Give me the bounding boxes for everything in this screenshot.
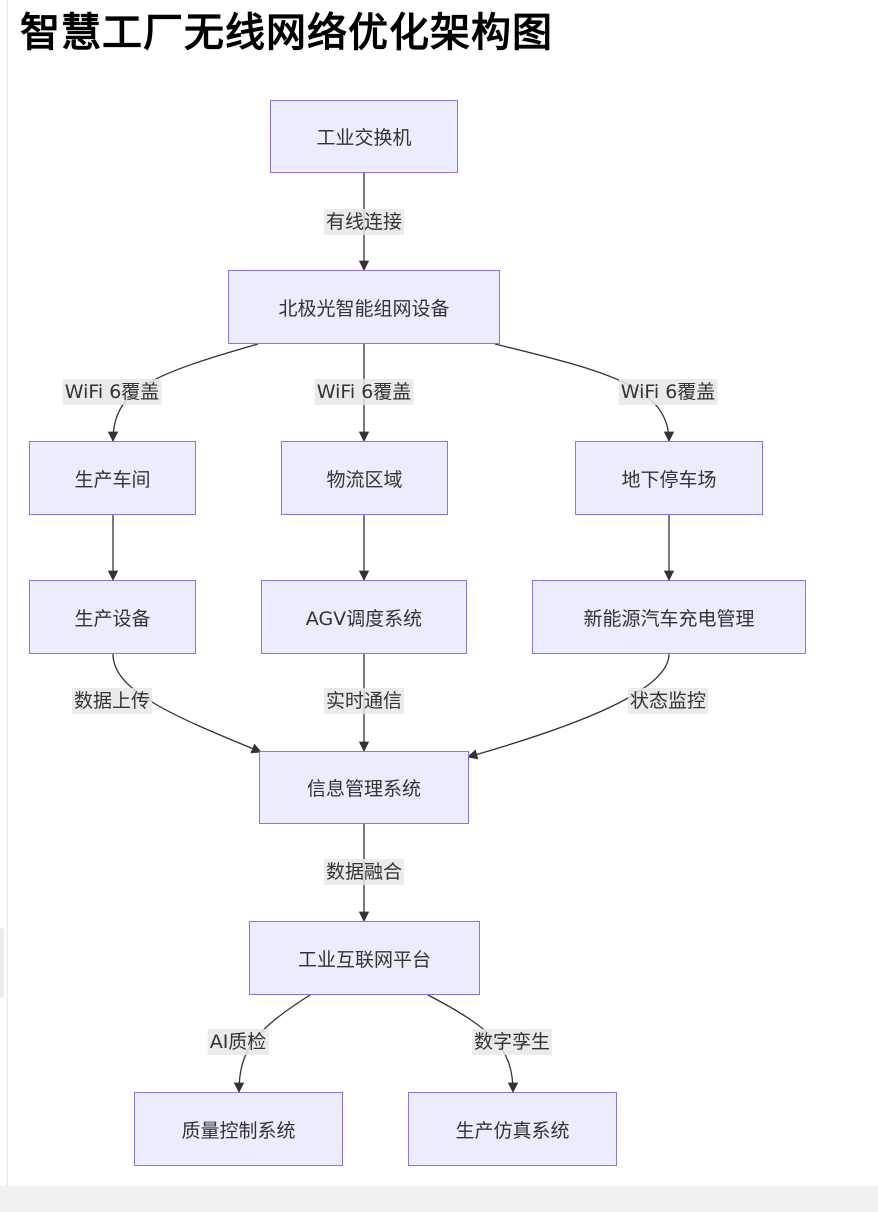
side-scroll-tab[interactable]: [0, 928, 4, 998]
edge-label-wifi-workshop: WiFi 6覆盖: [62, 379, 162, 405]
edge-label-ai-qc: AI质检: [207, 1029, 269, 1055]
node-agv-dispatch[interactable]: AGV调度系统: [261, 580, 467, 654]
node-iiot-platform[interactable]: 工业互联网平台: [249, 921, 480, 995]
node-aurora-mesh-device[interactable]: 北极光智能组网设备: [228, 270, 500, 344]
edge-label-realtime: 实时通信: [323, 688, 405, 714]
node-ev-charging[interactable]: 新能源汽车充电管理: [532, 580, 806, 654]
edge-label-wifi-parking: WiFi 6覆盖: [618, 379, 718, 405]
node-quality-control[interactable]: 质量控制系统: [134, 1092, 343, 1166]
node-industrial-switch[interactable]: 工业交换机: [270, 100, 458, 173]
edge-label-digital-twin: 数字孪生: [471, 1029, 553, 1055]
edge-label-wired: 有线连接: [323, 209, 405, 235]
node-production-workshop[interactable]: 生产车间: [29, 441, 196, 515]
node-production-equipment[interactable]: 生产设备: [29, 580, 196, 654]
node-info-management[interactable]: 信息管理系统: [259, 751, 469, 824]
left-border: [7, 0, 8, 1212]
node-production-simulation[interactable]: 生产仿真系统: [408, 1092, 617, 1166]
bottom-scroll-bar[interactable]: [0, 1186, 878, 1212]
edge-ev-infosys: [467, 653, 670, 760]
node-underground-parking[interactable]: 地下停车场: [575, 441, 763, 515]
node-logistics-area[interactable]: 物流区域: [281, 441, 448, 515]
page-title: 智慧工厂无线网络优化架构图: [20, 10, 553, 56]
edge-equipment-infosys: [112, 653, 262, 754]
edge-label-wifi-logistics: WiFi 6覆盖: [314, 379, 414, 405]
edge-label-upload: 数据上传: [71, 688, 153, 714]
edge-label-status: 状态监控: [627, 688, 709, 714]
edge-label-fusion: 数据融合: [323, 859, 405, 885]
